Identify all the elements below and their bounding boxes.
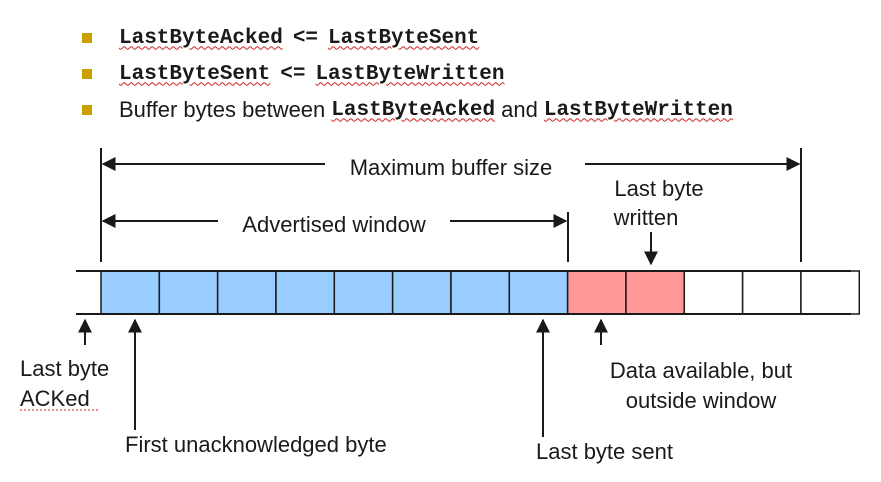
buffer-cell-sent <box>391 270 452 315</box>
buffer-cell-sent <box>275 270 336 315</box>
var-last-byte-sent: LastByteSent <box>328 26 480 50</box>
buffer-cells <box>100 270 861 315</box>
last-byte-sent-label: Last byte sent <box>536 439 673 464</box>
last-byte-acked-label-line1: Last byte <box>20 356 109 381</box>
buffer-cell-sent <box>158 270 219 315</box>
buffer-cell-sent <box>216 270 277 315</box>
buffer-cell-empty <box>683 270 744 315</box>
var-last-byte-written: LastByteWritten <box>543 98 733 122</box>
bullet-square-icon <box>82 69 92 79</box>
bullet-square-icon <box>82 33 92 43</box>
last-byte-written-label-line1: Last byte <box>614 176 703 201</box>
first-unacked-label: First unacknowledged byte <box>125 432 387 457</box>
bullet-square-icon <box>82 105 92 115</box>
bullet-item-2: LastByteSent <= LastByteWritten <box>82 56 733 92</box>
advertised-window-label: Advertised window <box>242 212 426 237</box>
max-buffer-label: Maximum buffer size <box>350 155 553 180</box>
data-available-label-line2: outside window <box>626 388 777 413</box>
last-byte-acked-label-line2: ACKed <box>20 386 90 411</box>
bullet-item-3: Buffer bytes between LastByteAcked and L… <box>82 92 733 128</box>
var-last-byte-written: LastByteWritten <box>315 62 505 86</box>
bullet-text: Buffer bytes between <box>119 97 326 122</box>
buffer-cell-sent <box>333 270 394 315</box>
buffer-cell-sent <box>450 270 511 315</box>
bullet-list: LastByteAcked <= LastByteSent LastByteSe… <box>82 20 733 128</box>
var-last-byte-acked: LastByteAcked <box>119 26 283 50</box>
buffer-cell-empty <box>800 270 861 315</box>
bullet-text: and <box>501 97 538 122</box>
buffer-cell-empty <box>741 270 802 315</box>
last-byte-written-label-line2: written <box>613 205 679 230</box>
operator-le: <= <box>280 62 306 86</box>
var-last-byte-acked: LastByteAcked <box>331 98 496 122</box>
operator-le: <= <box>292 26 319 50</box>
buffer-cell-sent <box>100 270 161 315</box>
data-available-label-line1: Data available, but <box>610 358 792 383</box>
buffer-cell-pending <box>625 270 686 315</box>
var-last-byte-sent: LastByteSent <box>119 62 271 86</box>
buffer-cell-pending <box>566 270 627 315</box>
buffer-cell-sent <box>508 270 569 315</box>
bullet-item-1: LastByteAcked <= LastByteSent <box>82 20 733 56</box>
